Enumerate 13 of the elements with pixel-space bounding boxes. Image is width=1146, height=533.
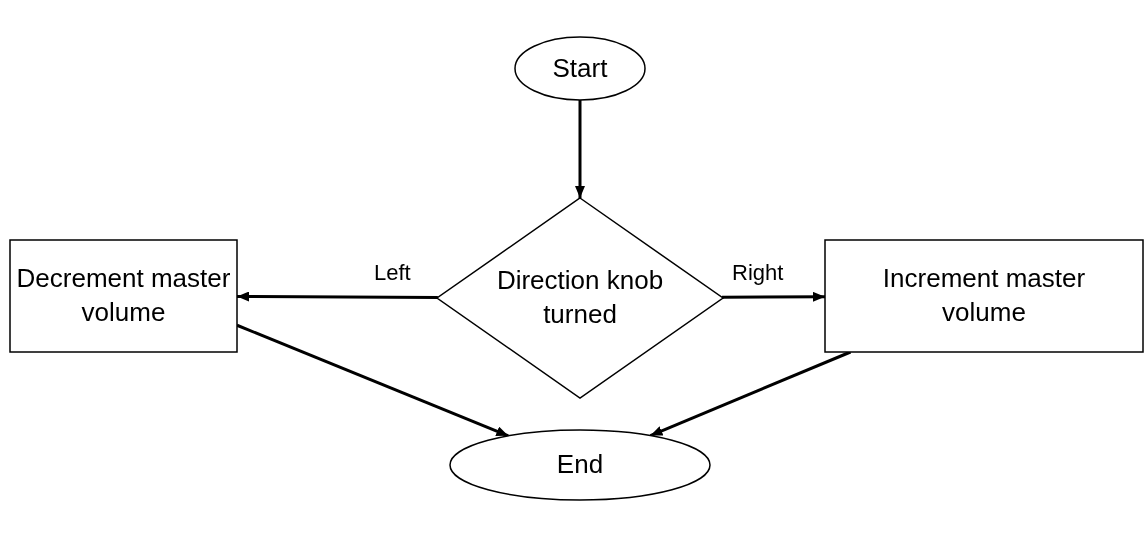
node-text: Increment master volume [881, 262, 1087, 329]
node-text: Direction knob turned [495, 264, 665, 331]
terminal-ellipse [515, 37, 645, 100]
terminal-ellipse [450, 430, 710, 500]
process-box [10, 240, 237, 352]
arrow [722, 291, 825, 302]
arrow [575, 100, 585, 198]
node-text: End [556, 448, 604, 482]
node-text: Start [552, 51, 608, 85]
arrow [237, 291, 438, 302]
process-box [825, 240, 1143, 352]
node-text: Decrement master volume [16, 262, 231, 329]
decision-diamond [437, 198, 723, 398]
